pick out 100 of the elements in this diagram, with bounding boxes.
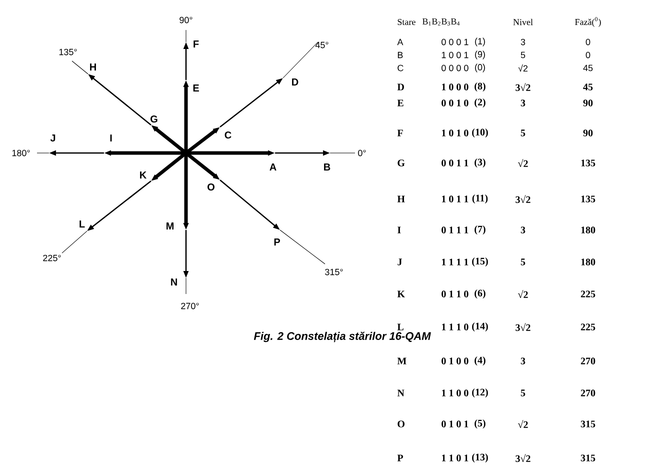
table-cell: √2 [518, 290, 528, 298]
table-cell: 3√2 [516, 323, 530, 331]
table-cell: 315 [580, 454, 596, 462]
table-cell: (8) [474, 82, 486, 92]
angle-label: 45° [315, 42, 328, 48]
table-cell: (2) [474, 98, 486, 108]
table-cell: (12) [472, 388, 488, 398]
column-header: Stare [398, 18, 416, 26]
table-cell: J [398, 258, 402, 266]
point-label: K [140, 172, 147, 178]
table-cell: A [397, 38, 404, 46]
figure-caption: Fig. 2 Constelația stărilor 16-QAM [254, 332, 431, 342]
table-cell: P [397, 454, 404, 462]
table-cell: (10) [472, 128, 488, 138]
table-cell: F [397, 130, 403, 136]
table-cell: 270 [580, 390, 596, 396]
point-label: F [194, 40, 199, 48]
table-cell: (0) [475, 64, 485, 72]
table-cell: K [397, 290, 405, 298]
table-cell: 225 [580, 324, 596, 330]
table-cell: (4) [474, 356, 486, 366]
column-header: Fază($^{0}$) [575, 17, 601, 27]
table-cell: 3√2 [516, 83, 530, 91]
angle-label: 225° [43, 254, 61, 262]
table-cell: 0 [586, 52, 590, 58]
table-cell: 0 0 1 0 [442, 100, 468, 106]
table-cell: (11) [472, 194, 488, 204]
table-cell: 0 1 1 1 [442, 226, 468, 234]
angle-label: 0° [358, 150, 366, 156]
point-label: I [110, 134, 112, 142]
table-cell: 3 [520, 38, 526, 46]
angle-label: 315° [325, 268, 343, 276]
point-label: C [224, 131, 232, 139]
table-cell: (15) [472, 257, 488, 267]
table-cell: M [397, 358, 406, 364]
table-cell: N [397, 390, 404, 396]
table-cell: D [397, 84, 404, 90]
table-cell: L [397, 324, 404, 330]
table-cell: (6) [474, 289, 486, 299]
table-cell: 225 [580, 290, 596, 298]
table-cell: 1 1 1 0 [442, 324, 468, 330]
table-cell: 1 0 1 0 [442, 130, 468, 136]
table-cell: 3 [520, 100, 526, 106]
column-header: B$_{1}$B$_{2}$B$_{3}$B$_{4}$ [422, 18, 460, 26]
table-cell: C [398, 64, 404, 72]
table-cell: 180 [581, 226, 596, 234]
point-label: N [171, 278, 177, 286]
table-cell: H [397, 196, 405, 202]
table-cell: √2 [518, 159, 528, 167]
table-cell: B [398, 52, 403, 58]
table-cell: 90 [583, 130, 593, 136]
table-cell: 0 1 1 0 [442, 290, 468, 298]
table-cell: 5 [520, 52, 526, 58]
table-cell: (3) [474, 158, 486, 168]
table-cell: (5) [474, 419, 486, 429]
point-label: E [193, 84, 199, 92]
table-cell: 3 [520, 358, 526, 364]
table-cell: I [398, 226, 401, 234]
table-cell: 5 [520, 258, 526, 266]
point-label: D [292, 78, 298, 86]
table-cell: 3√2 [516, 195, 530, 203]
table-cell: 1 0 0 0 [442, 84, 468, 90]
table-cell: √2 [518, 64, 528, 72]
table-cell: 0 0 0 1 [442, 38, 468, 46]
table-cell: √2 [518, 420, 528, 428]
table-cell: 270 [580, 358, 596, 364]
table-cell: 135 [581, 160, 596, 166]
column-header: Nivel [513, 18, 533, 26]
point-label: H [90, 64, 96, 70]
table-cell: 5 [520, 130, 526, 136]
table-cell: 5 [520, 390, 526, 396]
angle-label: 270° [181, 302, 199, 310]
table-cell: 3√2 [516, 454, 530, 462]
table-cell: 45 [583, 64, 593, 72]
table-cell: E [397, 100, 404, 106]
table-cell: (14) [472, 322, 488, 332]
table-cell: (9) [475, 50, 485, 60]
table-cell: 1 0 1 1 [442, 196, 468, 202]
point-label: O [208, 183, 214, 191]
point-label: B [324, 164, 330, 170]
table-cell: 0 [586, 38, 590, 46]
table-cell: (13) [472, 453, 488, 463]
point-label: M [166, 222, 174, 230]
table-cell: 45 [583, 84, 593, 90]
table-cell: 90 [583, 100, 593, 106]
point-label: L [80, 220, 85, 228]
table-cell: 1 1 0 1 [442, 454, 468, 462]
table-cell: 3 [520, 226, 526, 234]
table-cell: 1 0 0 1 [442, 52, 468, 58]
angle-label: 90° [180, 16, 192, 24]
table-cell: 0 1 0 1 [442, 420, 468, 428]
point-label: G [150, 115, 158, 123]
table-cell: 0 0 1 1 [442, 160, 468, 166]
angle-label: 135° [59, 48, 77, 56]
table-cell: 1 1 1 1 [442, 258, 468, 266]
point-label: J [50, 134, 56, 142]
table-cell: 315 [580, 420, 596, 428]
table-cell: 0 0 0 0 [442, 64, 468, 72]
table-cell: (1) [475, 38, 485, 46]
table-cell: O [398, 420, 404, 428]
